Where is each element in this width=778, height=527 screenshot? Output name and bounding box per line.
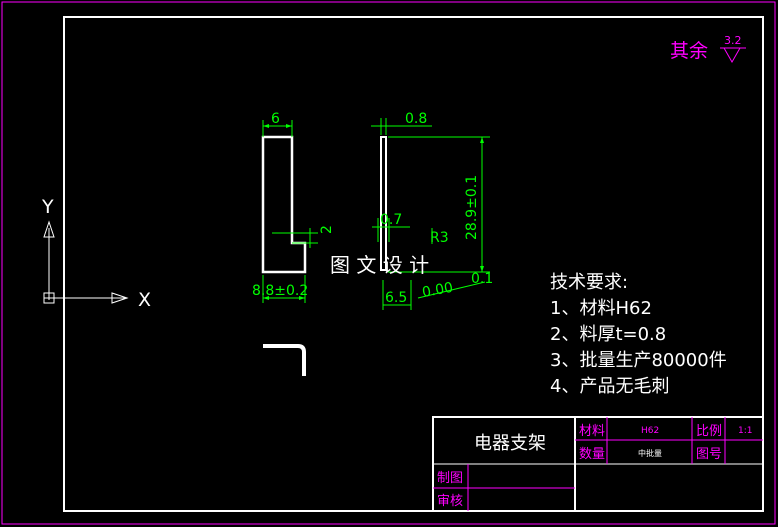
dim-tolerance-sup: 0.1 xyxy=(471,271,493,287)
technical-requirements: 技术要求: 1、材料H62 2、料厚t=0.8 3、批量生产80000件 4、产… xyxy=(550,272,727,397)
ucs-icon: Y X xyxy=(41,196,151,311)
dim-len-65: 6.5 xyxy=(382,280,412,310)
watermark-text: 图 文 设 计 xyxy=(330,253,429,277)
tech-req-item-3: 3、批量生产80000件 xyxy=(550,350,727,371)
dim-tolerance: 0.00 0.1 xyxy=(417,271,493,301)
dim-07: 0.7 xyxy=(372,212,410,242)
scale-label: 比例 xyxy=(696,424,722,439)
quantity-value: 中批量 xyxy=(638,448,662,458)
roughness-prefix: 其余 xyxy=(670,40,708,62)
dim-radius: R3 xyxy=(430,228,449,246)
quantity-label: 数量 xyxy=(579,447,605,462)
dim-width-6-text: 6 xyxy=(271,111,280,127)
drawn-label: 制图 xyxy=(437,471,463,486)
ucs-y-label: Y xyxy=(41,196,54,218)
dim-height-text: 28.9±0.1 xyxy=(464,175,480,240)
part-name: 电器支架 xyxy=(474,433,546,454)
dim-overall: 8.8±0.2 xyxy=(252,275,308,303)
roughness-symbol: 其余 3.2 xyxy=(670,34,746,64)
dim-step-2: 2 xyxy=(272,225,335,248)
dim-len-65-text: 6.5 xyxy=(385,290,407,306)
ucs-x-label: X xyxy=(138,289,151,311)
dim-radius-text: R3 xyxy=(430,230,449,246)
scale-value: 1:1 xyxy=(738,426,752,436)
dim-tolerance-text: 0.00 xyxy=(421,280,454,301)
drawing-frame xyxy=(63,16,764,512)
title-block: 电器支架 材料 H62 比例 1:1 数量 中批量 图号 制图 审核 xyxy=(432,416,764,512)
material-value: H62 xyxy=(641,426,659,436)
drawing-no-label: 图号 xyxy=(696,447,722,462)
dim-step-2-text: 2 xyxy=(319,225,335,234)
tech-req-item-2: 2、料厚t=0.8 xyxy=(550,324,666,345)
checked-label: 审核 xyxy=(437,494,463,509)
part-profile-view xyxy=(263,344,306,376)
roughness-value: 3.2 xyxy=(724,34,742,47)
dim-width-6: 6 xyxy=(262,111,293,137)
material-label: 材料 xyxy=(579,424,605,439)
dim-overall-text: 8.8±0.2 xyxy=(252,283,308,299)
tech-req-item-4: 4、产品无毛刺 xyxy=(550,376,669,397)
dim-thickness: 0.8 xyxy=(371,111,432,135)
part-side-view xyxy=(380,136,387,271)
dim-thickness-text: 0.8 xyxy=(405,111,427,127)
tech-req-title: 技术要求: xyxy=(550,272,628,293)
dim-07-text: 0.7 xyxy=(380,212,402,228)
tech-req-item-1: 1、材料H62 xyxy=(550,298,652,319)
dim-height: 28.9±0.1 xyxy=(388,136,490,273)
part-front-view xyxy=(261,135,307,274)
